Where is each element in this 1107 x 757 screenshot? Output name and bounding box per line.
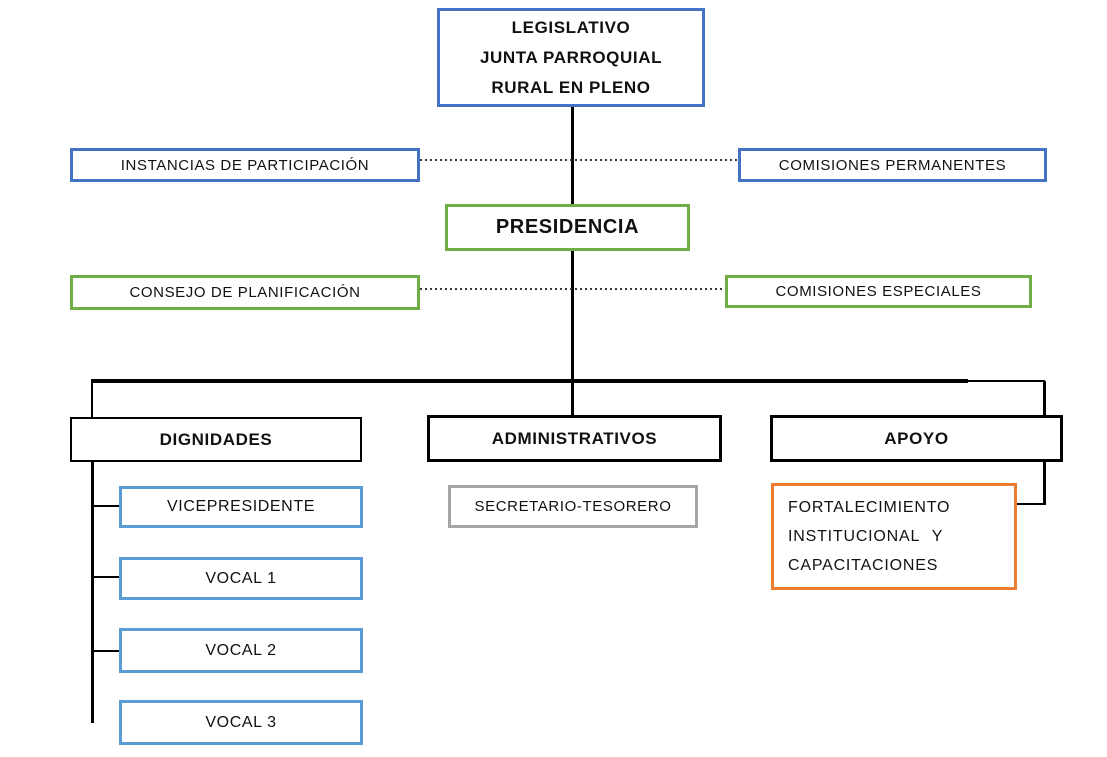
connector-main-horizontal xyxy=(91,379,968,383)
connector-stub-vicepresidente xyxy=(93,505,119,507)
dotted-consejo-especiales xyxy=(420,288,725,290)
node-vicepresidente: VICEPRESIDENTE xyxy=(119,486,363,528)
node-fortalecimiento: FORTALECIMIENTO INSTITUCIONAL Y CAPACITA… xyxy=(771,483,1017,590)
node-legislativo-line: LEGISLATIVO xyxy=(511,17,631,37)
node-apoyo: APOYO xyxy=(770,415,1063,462)
connector-apoyo-left xyxy=(1017,503,1046,505)
node-instancias-participacion: INSTANCIAS DE PARTICIPACIÓN xyxy=(70,148,420,182)
node-dignidades: DIGNIDADES xyxy=(70,417,362,462)
node-fortalecimiento-line: FORTALECIMIENTO xyxy=(788,499,951,516)
node-vocal-3: VOCAL 3 xyxy=(119,700,363,745)
connector-right-extension xyxy=(966,380,1045,382)
node-comisiones-permanentes: COMISIONES PERMANENTES xyxy=(738,148,1047,182)
dotted-instancias-permanentes xyxy=(420,159,738,161)
node-comisiones-especiales: COMISIONES ESPECIALES xyxy=(725,275,1032,308)
connector-legislativo-presidencia xyxy=(571,107,574,204)
connector-drop-dignidades xyxy=(91,381,93,417)
node-fortalecimiento-line: INSTITUCIONAL Y xyxy=(788,528,944,545)
connector-stub-vocal1 xyxy=(93,576,119,578)
node-legislativo: LEGISLATIVO JUNTA PARROQUIAL RURAL EN PL… xyxy=(437,8,705,107)
connector-stub-vocal2 xyxy=(93,650,119,652)
node-consejo-planificacion: CONSEJO DE PLANIFICACIÓN xyxy=(70,275,420,310)
connector-drop-apoyo xyxy=(1043,381,1046,415)
node-administrativos: ADMINISTRATIVOS xyxy=(427,415,722,462)
node-legislativo-line: RURAL EN PLENO xyxy=(491,77,651,97)
connector-dignidades-spine xyxy=(91,462,94,723)
connector-presidencia-main xyxy=(571,251,574,415)
node-vocal-1: VOCAL 1 xyxy=(119,557,363,600)
node-fortalecimiento-line: CAPACITACIONES xyxy=(788,557,939,574)
connector-apoyo-down xyxy=(1043,462,1046,505)
node-secretario-tesorero: SECRETARIO-TESORERO xyxy=(448,485,698,528)
node-presidencia: PRESIDENCIA xyxy=(445,204,690,251)
node-legislativo-line: JUNTA PARROQUIAL xyxy=(479,47,663,67)
node-vocal-2: VOCAL 2 xyxy=(119,628,363,673)
